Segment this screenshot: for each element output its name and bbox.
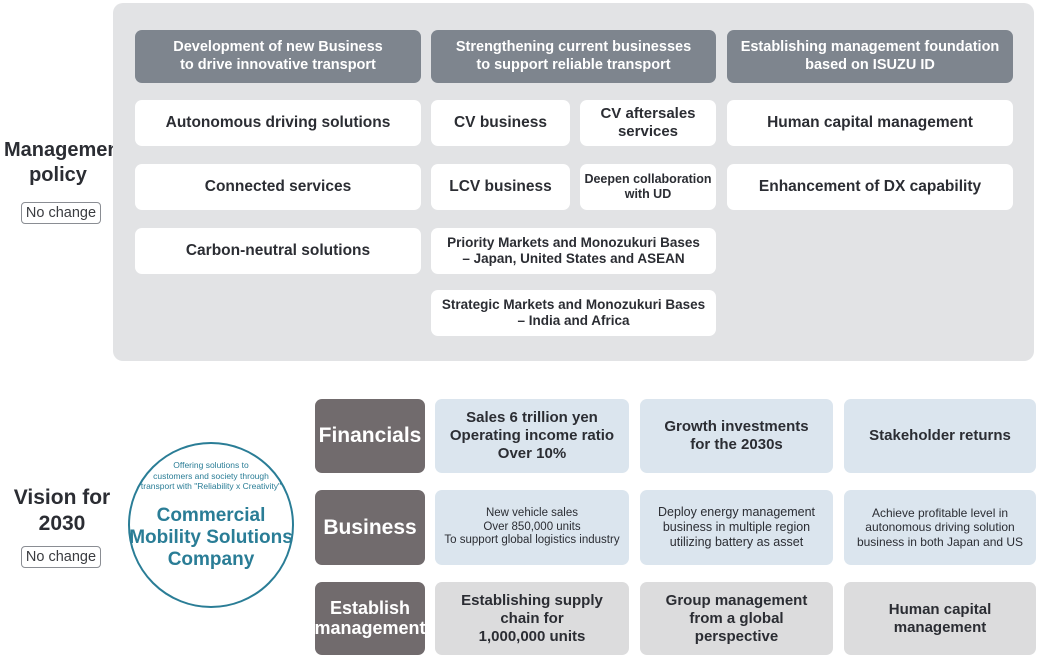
financials-cell-sales: Sales 6 trillion yen Operating income ra… <box>435 399 629 473</box>
autonomous-driving-solutions: Autonomous driving solutions <box>135 100 421 146</box>
establish-cell-group-management: Group management from a global perspecti… <box>640 582 833 655</box>
vision-circle-tagline: Offering solutions to customers and soci… <box>140 460 282 492</box>
vision-circle: Offering solutions to customers and soci… <box>128 442 294 608</box>
strategic-markets: Strategic Markets and Monozukuri Bases –… <box>431 290 716 336</box>
business-cell-autonomous: Achieve profitable level in autonomous d… <box>844 490 1036 565</box>
header-management-foundation: Establishing management foundation based… <box>727 30 1013 83</box>
cv-aftersales-services: CV aftersales services <box>580 100 716 146</box>
human-capital-management: Human capital management <box>727 100 1013 146</box>
vision-circle-headline: Commercial Mobility Solutions Company <box>129 505 293 571</box>
row-label-financials: Financials <box>315 399 425 473</box>
business-cell-energy: Deploy energy management business in mul… <box>640 490 833 565</box>
establish-cell-supply-chain: Establishing supply chain for 1,000,000 … <box>435 582 629 655</box>
ud-collaboration: Deepen collaboration with UD <box>580 164 716 210</box>
carbon-neutral-solutions: Carbon-neutral solutions <box>135 228 421 274</box>
management-policy-badge: No change <box>21 202 101 224</box>
business-cell-vehicle-sales: New vehicle sales Over 850,000 units To … <box>435 490 629 565</box>
establish-cell-human-capital: Human capital management <box>844 582 1036 655</box>
vision-badge: No change <box>21 546 101 568</box>
row-label-establish-management: Establish management <box>314 582 426 655</box>
cv-business: CV business <box>431 100 570 146</box>
financials-cell-returns: Stakeholder returns <box>844 399 1036 473</box>
row-label-business: Business <box>315 490 425 565</box>
dx-capability: Enhancement of DX capability <box>727 164 1013 210</box>
header-new-business: Development of new Business to drive inn… <box>135 30 421 83</box>
vision-title: Vision for 2030 <box>13 486 111 536</box>
lcv-business: LCV business <box>431 164 570 210</box>
header-current-business: Strengthening current businesses to supp… <box>431 30 716 83</box>
connected-services: Connected services <box>135 164 421 210</box>
priority-markets: Priority Markets and Monozukuri Bases – … <box>431 228 716 274</box>
management-policy-title: Management policy <box>4 139 127 186</box>
financials-cell-growth: Growth investments for the 2030s <box>640 399 833 473</box>
